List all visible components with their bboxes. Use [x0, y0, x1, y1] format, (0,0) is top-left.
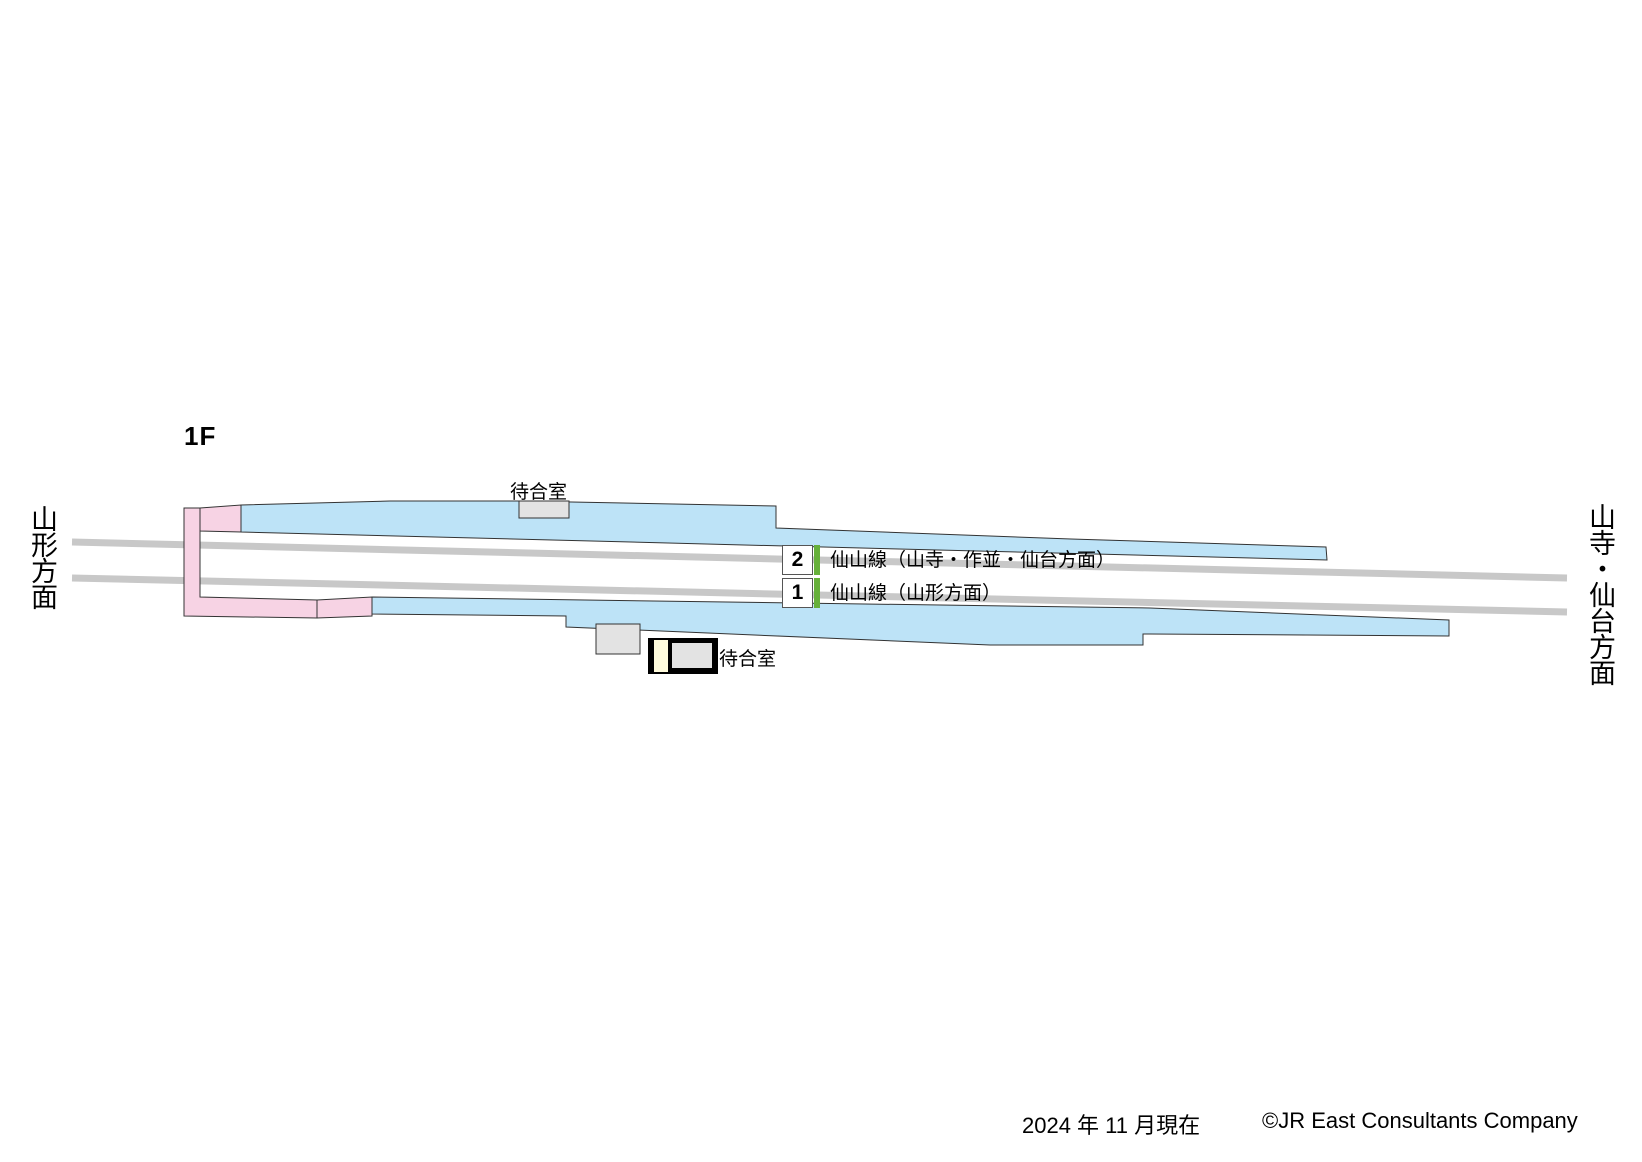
facility-box [595, 623, 641, 655]
platform-2-marker [814, 545, 820, 575]
waiting-room-entrance [654, 640, 668, 672]
passage-bottom-block [316, 596, 373, 619]
passage-top-block [199, 504, 242, 533]
platform-2-number: 2 [782, 545, 813, 575]
waiting-room-bottom-label: 待合室 [719, 648, 777, 670]
platform-1-number: 1 [782, 578, 813, 608]
direction-right-label: 山寺・仙台方面 [1584, 503, 1615, 685]
footer-copyright: ©JR East Consultants Company [1262, 1108, 1578, 1133]
waiting-room-top-label: 待合室 [510, 481, 568, 503]
platform-1-marker [814, 578, 820, 608]
platform-bottom [371, 596, 1450, 646]
floor-label: 1F [184, 421, 217, 451]
platform-1-line-label: 仙山線（山形方面） [830, 582, 1002, 604]
direction-left-label: 山形方面 [26, 505, 57, 609]
platform-2-line-label: 仙山線（山寺・作並・仙台方面） [830, 549, 1116, 571]
footer-date: 2024 年 11 月現在 [1022, 1113, 1201, 1138]
waiting-room-bottom [672, 643, 712, 668]
waiting-room-top [518, 500, 570, 519]
